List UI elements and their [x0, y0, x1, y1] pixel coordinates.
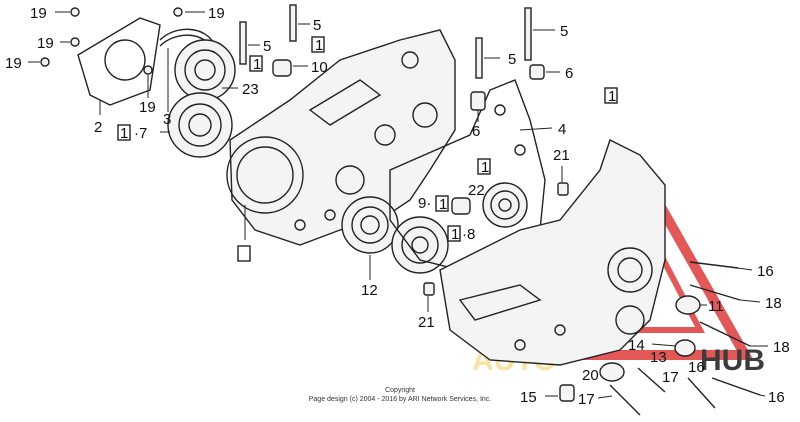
callout-1-box-top: 1	[315, 37, 323, 54]
callout-1-box-top-left: 1	[253, 56, 261, 73]
crankcase-right-half	[439, 139, 666, 366]
dowel-6b	[470, 91, 486, 111]
bolt-17a	[637, 367, 666, 393]
needle-bearing-10	[272, 59, 292, 77]
bolt-16c	[711, 377, 761, 396]
callout-1-box-right: 1	[608, 88, 616, 105]
callout-19-top: 19	[208, 5, 225, 22]
callout-7: ·7	[134, 125, 147, 142]
callout-19-mid-left: 19	[37, 35, 54, 52]
callout-3: 3	[163, 111, 171, 128]
callout-14: 14	[628, 337, 645, 354]
callout-1-box-center: 1	[481, 159, 489, 176]
callout-6-b: 6	[472, 123, 480, 140]
oil-seal-14	[674, 339, 696, 357]
callout-17-c: 17	[578, 391, 595, 408]
callout-labels: 19 19 19 19 19 2 3 1 ·7 23 5 5 5 5 1 1 1…	[5, 5, 790, 408]
callout-13: 13	[650, 349, 667, 366]
callout-20: 20	[582, 367, 599, 384]
reference-boxes	[117, 36, 618, 262]
callout-1-box-left: 1	[120, 125, 128, 142]
dowel-21a	[557, 182, 569, 196]
callout-16-c: 16	[768, 389, 785, 406]
bearing-8	[391, 216, 449, 274]
callout-16-a: 16	[757, 263, 774, 280]
callout-5-b: 5	[263, 38, 271, 55]
callout-10: 10	[311, 59, 328, 76]
bolt-16a	[689, 261, 739, 269]
screw-19-group	[40, 7, 183, 75]
stud-5b	[239, 21, 247, 65]
copyright-line-2: Page design (c) 2004 - 2016 by ARI Netwo…	[309, 396, 492, 403]
dowel-6a	[529, 64, 545, 80]
callout-11: 11	[708, 298, 724, 315]
callout-21-upper: 21	[553, 147, 570, 164]
callout-5-c: 5	[508, 51, 516, 68]
callout-2: 2	[94, 119, 102, 136]
callout-9: 9·	[418, 195, 431, 212]
callout-16-b: 16	[688, 359, 705, 376]
bearing-23	[174, 39, 236, 101]
copyright-line-1: Copyright	[385, 387, 415, 394]
drain-plug-15	[559, 384, 575, 402]
gasket-2	[77, 17, 161, 106]
leader-lines	[28, 11, 768, 399]
crankcase-left-half	[226, 29, 456, 246]
callout-22: 22	[468, 182, 485, 199]
callout-1-box-9: 1	[439, 196, 447, 213]
bolt-16b	[687, 377, 716, 409]
oil-seal-11	[675, 295, 701, 315]
bolt-18b	[699, 321, 751, 347]
bolt-18a	[689, 284, 741, 301]
callout-19-center: 19	[139, 99, 156, 116]
bolt-17b	[609, 384, 641, 416]
bearing-7	[167, 92, 233, 158]
callout-18-a: 18	[765, 295, 782, 312]
callout-19-top-left: 19	[30, 5, 47, 22]
bearing-12	[341, 196, 399, 254]
callout-18-b: 18	[773, 339, 790, 356]
stud-5a	[289, 4, 297, 42]
bearing-22	[482, 182, 528, 228]
washer-20	[599, 362, 625, 382]
callout-23: 23	[242, 81, 259, 98]
gasket-4	[389, 79, 546, 271]
callout-19-left: 19	[5, 55, 22, 72]
callout-1-box-8: 1	[451, 226, 459, 243]
callout-21-lower: 21	[418, 314, 435, 331]
callout-5-a: 5	[313, 17, 321, 34]
stud-5d	[524, 7, 532, 61]
copyright-notice: Copyright Page design (c) 2004 - 2016 by…	[309, 387, 492, 403]
callout-17-b: 17	[662, 369, 679, 386]
watermark-text-right: HUB	[700, 344, 765, 377]
callout-15: 15	[520, 389, 537, 406]
needle-bearing-9	[451, 197, 471, 215]
dowel-21b	[423, 282, 435, 296]
callout-5-d: 5	[560, 23, 568, 40]
callout-4: 4	[558, 121, 566, 138]
callout-6-a: 6	[565, 65, 573, 82]
callout-12: 12	[361, 282, 378, 299]
stud-5c	[475, 37, 483, 79]
callout-8: ·8	[462, 226, 475, 243]
